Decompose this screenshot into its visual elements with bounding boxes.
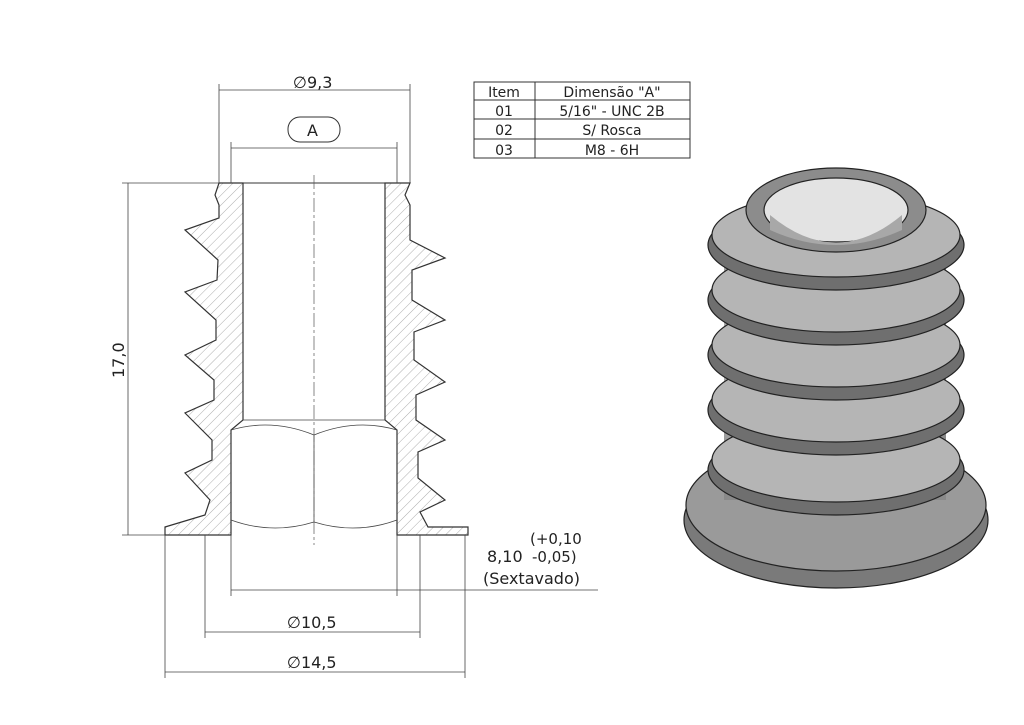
hex-note: (Sextavado)	[483, 569, 580, 588]
right-wall-section	[384, 182, 469, 536]
table-cell: 03	[495, 143, 513, 159]
flange-diameter-label: ∅14,5	[287, 653, 337, 672]
table-header-dimension: Dimensão "A"	[563, 85, 660, 101]
table-cell: M8 - 6H	[585, 143, 639, 159]
top-diameter-label: ∅9,3	[293, 73, 332, 92]
table-cell: 5/16" - UNC 2B	[559, 104, 664, 120]
dimension-table: Item Dimensão "A" 01 5/16" - UNC 2B 02 S…	[473, 81, 691, 159]
table-cell: 01	[495, 104, 513, 120]
table-cell: 02	[495, 123, 513, 139]
left-wall-section	[164, 182, 244, 536]
height-label: 17,0	[109, 342, 128, 378]
thread-label: A	[307, 121, 318, 140]
isometric-render	[683, 167, 989, 589]
hex-tol-upper: (+0,10	[530, 530, 582, 548]
hex-nominal: 8,10	[487, 547, 523, 566]
section-view	[164, 175, 469, 545]
table-cell: S/ Rosca	[582, 123, 641, 139]
mid-diameter-label: ∅10,5	[287, 613, 337, 632]
dimensions: ∅9,3 A 17,0 8,10 (+0,10 -0,05) (Sextavad…	[109, 73, 598, 678]
thread-label-box	[287, 116, 341, 143]
hex-tol-lower: -0,05)	[532, 548, 577, 566]
table-header-item: Item	[488, 85, 520, 101]
